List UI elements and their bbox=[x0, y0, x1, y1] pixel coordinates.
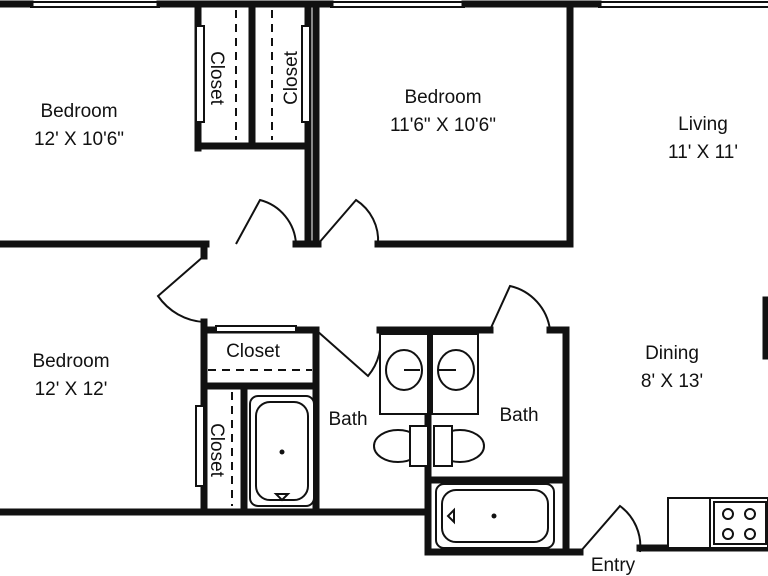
room-name-bath-left: Bath bbox=[328, 409, 367, 430]
room-name-entry: Entry bbox=[591, 555, 636, 576]
room-name-bedroom-top-middle: Bedroom bbox=[404, 87, 481, 108]
walls bbox=[0, 0, 768, 556]
room-name-bedroom-top-left: Bedroom bbox=[40, 101, 117, 122]
room-size-bedroom-top-middle: 11'6" X 10'6" bbox=[390, 115, 496, 136]
closet-label-low: Closet bbox=[206, 423, 227, 478]
bath-fixtures bbox=[249, 333, 555, 549]
room-name-bath-right: Bath bbox=[499, 405, 538, 426]
room-name-bedroom-left: Bedroom bbox=[32, 351, 109, 372]
room-name-living: Living bbox=[678, 114, 728, 135]
kitchen-counter bbox=[667, 497, 768, 549]
room-size-dining: 8' X 13' bbox=[641, 371, 703, 392]
closet-details bbox=[195, 10, 312, 506]
room-size-bedroom-top-left: 12' X 10'6" bbox=[34, 129, 124, 150]
room-name-dining: Dining bbox=[645, 343, 699, 364]
room-size-bedroom-left: 12' X 12' bbox=[35, 379, 108, 400]
room-size-living: 11' X 11' bbox=[668, 142, 738, 163]
closet-label-top-1: Closet bbox=[206, 51, 227, 106]
closet-label-mid: Closet bbox=[226, 341, 281, 362]
closet-label-top-2: Closet bbox=[281, 50, 302, 105]
